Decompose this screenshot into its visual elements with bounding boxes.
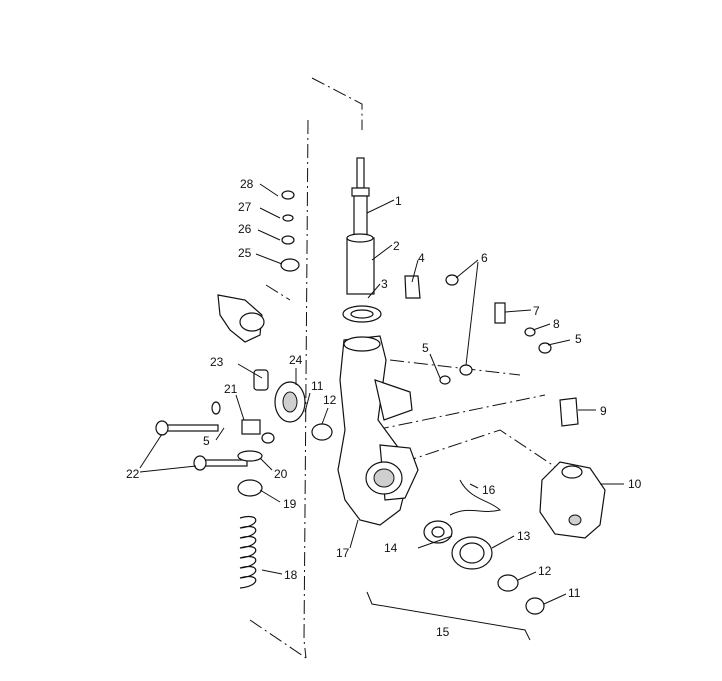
callout-11-b: 11 bbox=[568, 586, 581, 600]
callout-20: 20 bbox=[274, 467, 288, 481]
callout-19: 19 bbox=[283, 497, 297, 511]
callout-labels: 1 2 3 4 5 5 5 6 7 8 9 10 11 11 12 12 13 … bbox=[126, 177, 642, 639]
callout-5-a: 5 bbox=[422, 341, 429, 355]
strut-shaft bbox=[342, 157, 382, 323]
callout-10: 10 bbox=[628, 477, 642, 491]
callout-21: 21 bbox=[224, 382, 238, 396]
callout-15: 15 bbox=[436, 625, 450, 639]
caliper bbox=[539, 461, 606, 539]
leader-lines bbox=[139, 183, 624, 605]
callout-12-a: 12 bbox=[323, 393, 337, 407]
callout-27: 27 bbox=[238, 200, 252, 214]
callout-11-a: 11 bbox=[311, 379, 324, 393]
callout-9: 9 bbox=[600, 404, 607, 418]
callout-5-b: 5 bbox=[575, 332, 582, 346]
wire-clip bbox=[449, 479, 501, 516]
right-small-parts bbox=[404, 274, 552, 385]
group-bracket-15 bbox=[366, 591, 531, 641]
spring bbox=[239, 516, 257, 589]
lower-left-parts bbox=[237, 419, 275, 497]
reference-lines bbox=[249, 77, 561, 659]
callout-8: 8 bbox=[553, 317, 560, 331]
callout-5-c: 5 bbox=[203, 434, 210, 448]
callout-26: 26 bbox=[238, 222, 252, 236]
bolts-22 bbox=[155, 401, 248, 471]
callout-13: 13 bbox=[517, 529, 531, 543]
spindle-knuckle bbox=[337, 335, 419, 526]
callout-7: 7 bbox=[533, 304, 540, 318]
callout-4: 4 bbox=[418, 251, 425, 265]
callout-6: 6 bbox=[481, 251, 488, 265]
callout-1: 1 bbox=[395, 194, 402, 208]
bushing-and-bearing bbox=[253, 369, 333, 441]
hub-bearings bbox=[423, 520, 545, 615]
bracket-upper-left bbox=[217, 294, 265, 343]
callout-3: 3 bbox=[381, 277, 388, 291]
callout-16: 16 bbox=[482, 483, 496, 497]
callout-2: 2 bbox=[393, 239, 400, 253]
callout-23: 23 bbox=[210, 355, 224, 369]
callout-22: 22 bbox=[126, 467, 140, 481]
key-part bbox=[559, 397, 579, 427]
callout-14: 14 bbox=[384, 541, 398, 555]
callout-24: 24 bbox=[289, 353, 303, 367]
callout-12-b: 12 bbox=[538, 564, 552, 578]
callout-28: 28 bbox=[240, 177, 254, 191]
callout-25: 25 bbox=[238, 246, 252, 260]
callout-17: 17 bbox=[336, 546, 350, 560]
upper-nut-stack bbox=[280, 190, 300, 272]
callout-18: 18 bbox=[284, 568, 298, 582]
